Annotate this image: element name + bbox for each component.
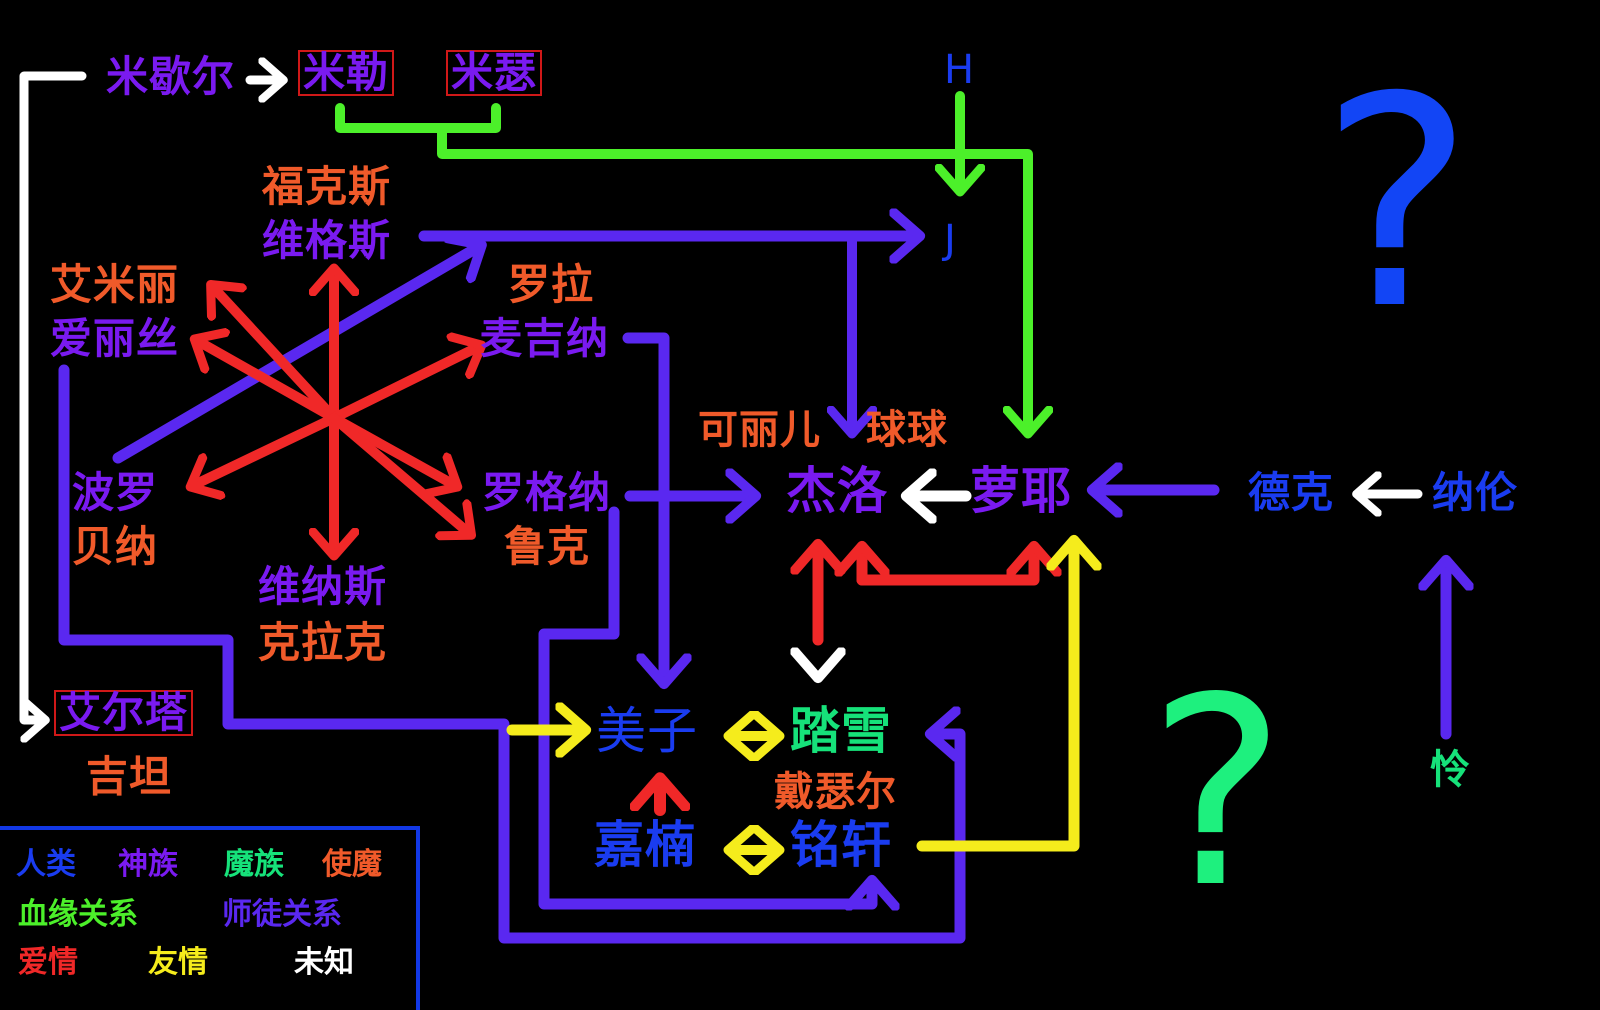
legend-demon: 魔族 [224,847,284,882]
node-emily: 艾米丽 [50,260,180,309]
node-magina: 麦吉纳 [480,314,610,363]
link-alice-taxue [58,364,966,944]
node-fox: 福克斯 [262,162,392,211]
legend: 人类 神族 魔族 使魔 血缘关系 师徒关系 爱情 友情 未知 [0,826,420,1010]
node-michel: 米歇尔 [106,52,236,101]
node-luoye: 萝耶 [970,462,1072,520]
node-taxue: 踏雪 [790,702,892,760]
node-ling: 怜 [1430,747,1471,793]
node-kelly: 可丽儿 [698,407,821,453]
legend-god: 神族 [118,847,178,882]
node-miller: 米勒 [298,50,395,96]
link-boluo-vegas [112,246,480,464]
link-michel-erta [19,71,87,720]
legend-love: 爱情 [18,945,78,980]
question-mark-blue-icon: ? [1320,36,1474,373]
node-j: J [944,217,957,263]
node-qiuqiu: 球球 [866,407,948,453]
node-dek: 德克 [1248,468,1335,517]
link-love-alice [196,340,339,423]
node-lola: 罗拉 [508,260,595,309]
link-love-luke [329,413,470,534]
node-daiser: 戴瑟尔 [774,769,897,815]
node-erta: 艾尔塔 [54,690,194,736]
link-parents-bracket [335,103,501,133]
node-venus: 维纳斯 [258,562,388,611]
node-klak: 克拉克 [258,618,388,667]
link-parents-luoye [437,123,1028,432]
legend-human: 人类 [16,847,76,882]
node-rogner: 罗格纳 [482,468,612,517]
link-love-magina [329,346,480,423]
node-h: H [944,47,976,93]
node-jitan: 吉坦 [86,752,173,801]
node-boluo: 波罗 [72,468,159,517]
link-magina-meizi [622,332,664,682]
node-mise: 米瑟 [446,50,543,96]
node-mingxuan: 铭轩 [790,816,892,874]
node-nalun: 纳伦 [1432,468,1519,517]
node-jianan: 嘉楠 [594,816,696,874]
link-love-boluo [192,413,339,486]
legend-familiar: 使魔 [322,847,382,882]
link-luke-mingxuan [538,506,872,904]
node-luke: 鲁克 [504,522,591,571]
link-friend-mingxuan-luoye [916,542,1074,852]
legend-friendship: 友情 [148,945,208,980]
node-beina: 贝纳 [72,522,159,571]
legend-blood: 血缘关系 [18,897,138,932]
node-jieluo: 杰洛 [786,462,888,520]
legend-unknown: 未知 [294,945,354,980]
node-alice: 爱丽丝 [50,314,180,363]
link-love-emily [212,286,339,423]
node-vegas: 维格斯 [262,216,392,265]
legend-mentor: 师徒关系 [222,897,342,932]
question-mark-green-icon: ? [1148,643,1286,945]
node-meizi: 美子 [596,702,698,760]
